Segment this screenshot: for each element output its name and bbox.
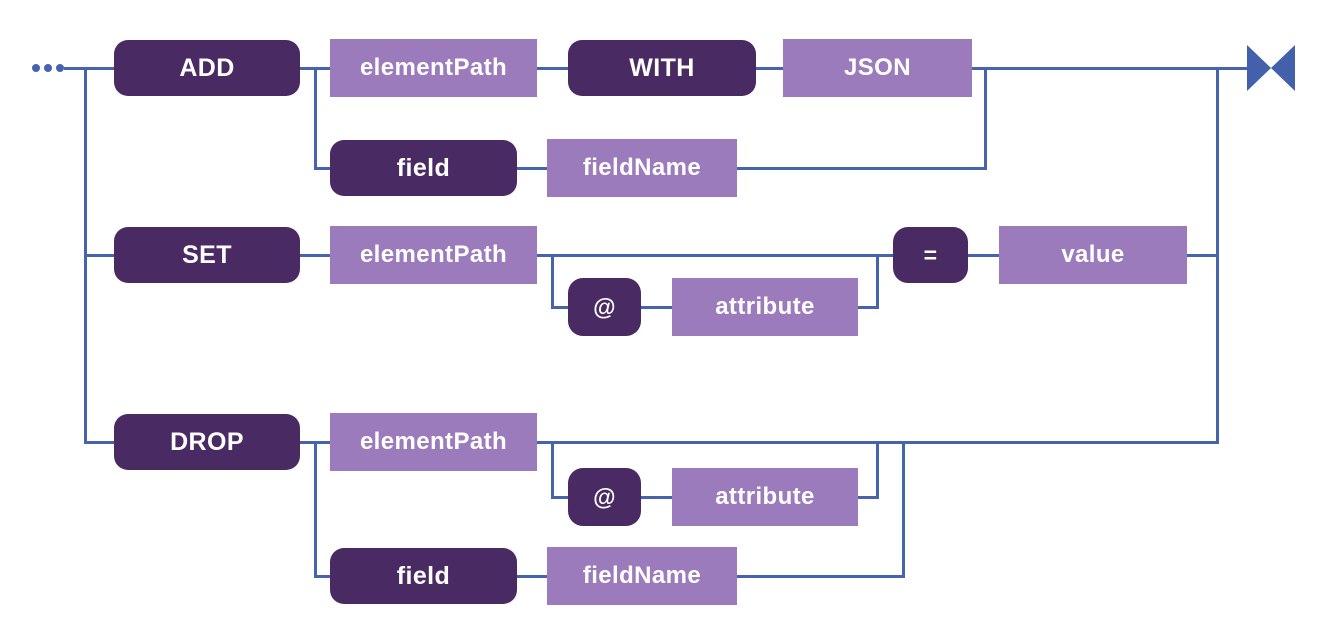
keyword-box-at-drop: @ [568, 468, 641, 526]
branch-rail-drop-attr [551, 441, 554, 499]
merge-rail-drop-attr [876, 441, 879, 499]
keyword-box-field-add: field [330, 140, 517, 196]
nonterminal-box-value: value [999, 226, 1187, 284]
connector-line [315, 575, 330, 578]
ellipsis-dot [32, 64, 40, 72]
connector-line [737, 167, 985, 170]
nonterminal-box-json: JSON [783, 39, 972, 97]
end-terminal-icon [1247, 45, 1295, 91]
connector-line [315, 167, 330, 170]
nonterminal-box-fieldname-drop: fieldName [547, 547, 737, 605]
connector-line [968, 254, 999, 257]
merge-rail-right [1216, 67, 1219, 444]
keyword-box-drop: DROP [114, 414, 300, 470]
continuation-ellipsis [32, 64, 64, 72]
connector-line [737, 575, 903, 578]
connector-line [972, 67, 1247, 70]
connector-line [858, 306, 877, 309]
nonterminal-box-elementpath-drop: elementPath [330, 413, 537, 471]
connector-line [85, 254, 114, 257]
keyword-box-with: WITH [568, 40, 756, 96]
connector-line [552, 306, 568, 309]
nonterminal-box-elementpath-set: elementPath [330, 226, 537, 284]
keyword-box-at-set: @ [568, 278, 641, 336]
connector-line [85, 441, 114, 444]
connector-line [64, 67, 114, 70]
nonterminal-box-fieldname-add: fieldName [547, 139, 737, 197]
keyword-box-add: ADD [114, 40, 300, 96]
keyword-box-equals: = [893, 227, 968, 283]
connector-line [552, 496, 568, 499]
ellipsis-dot [56, 64, 64, 72]
branch-rail-add-field [314, 67, 317, 170]
keyword-box-set: SET [114, 227, 300, 283]
connector-line [858, 496, 877, 499]
merge-rail-set-attr [876, 254, 879, 309]
connector-line [537, 67, 568, 70]
nonterminal-box-attribute-drop: attribute [672, 468, 858, 526]
connector-line [517, 167, 547, 170]
connector-line [1187, 254, 1217, 257]
connector-line [641, 496, 672, 499]
branch-rail-set-attr [551, 254, 554, 309]
branch-rail-left [84, 67, 87, 444]
nonterminal-box-elementpath-add: elementPath [330, 39, 537, 97]
connector-line [300, 254, 330, 257]
connector-line [517, 575, 547, 578]
merge-rail-add-field [984, 67, 987, 170]
keyword-box-field-drop: field [330, 548, 517, 604]
branch-rail-drop-field [314, 441, 317, 578]
connector-line [537, 254, 893, 257]
connector-line [756, 67, 783, 70]
nonterminal-box-attribute-set: attribute [672, 278, 858, 336]
merge-rail-drop-field [902, 441, 905, 578]
connector-line [641, 306, 672, 309]
ellipsis-dot [44, 64, 52, 72]
